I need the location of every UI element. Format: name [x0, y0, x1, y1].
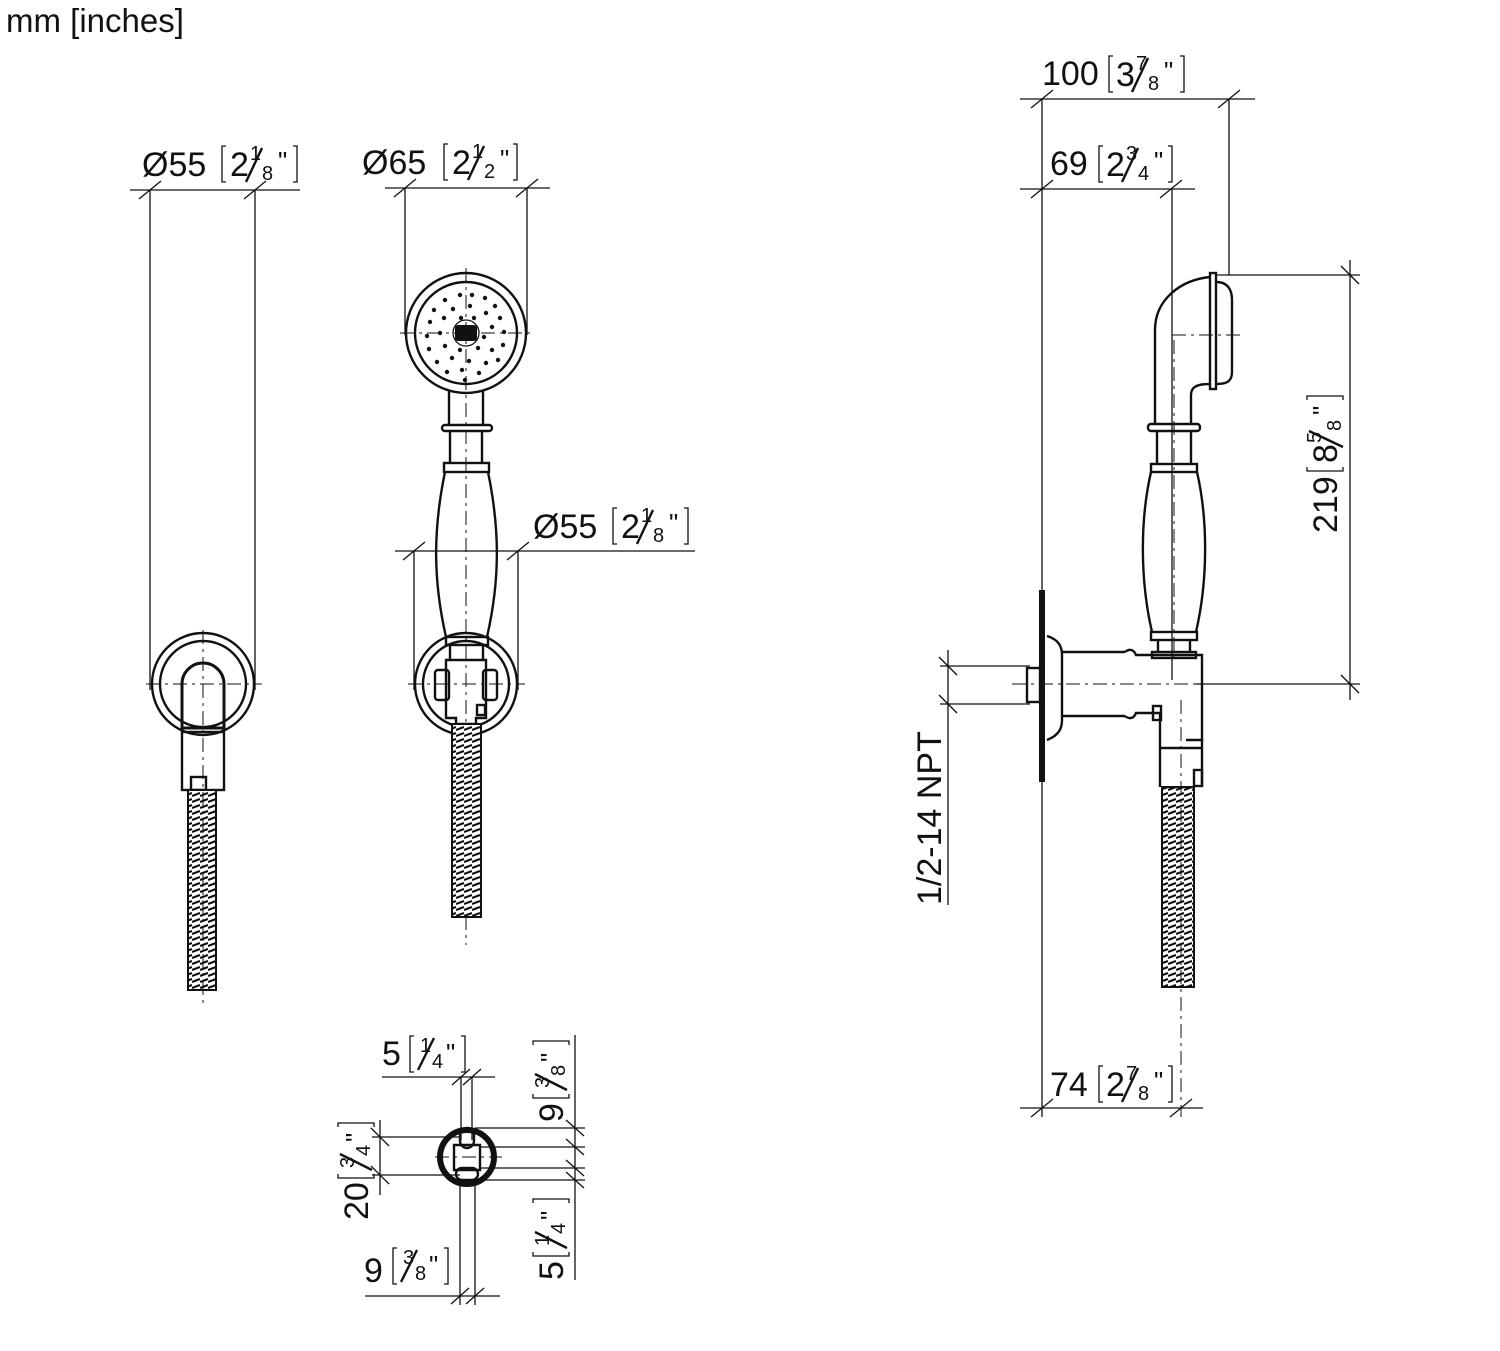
- svg-text:": ": [535, 1053, 565, 1062]
- svg-text:8: 8: [415, 1263, 426, 1285]
- dim-head-offset-mm: 69: [1050, 145, 1088, 183]
- dim-left-height-mm: 20: [338, 1182, 376, 1220]
- svg-text:5: 5: [1304, 432, 1326, 443]
- svg-text:4: 4: [1138, 163, 1149, 185]
- svg-text:8: 8: [262, 163, 273, 185]
- svg-text:2: 2: [1106, 146, 1125, 184]
- dim-holder-diameter-mm: Ø55: [142, 146, 206, 184]
- svg-text:1: 1: [532, 1235, 554, 1246]
- svg-text:3: 3: [403, 1247, 414, 1269]
- svg-text:3: 3: [1116, 56, 1135, 94]
- dim-bottom-width-mm: 9: [364, 1252, 383, 1290]
- svg-text:": ": [535, 1211, 565, 1220]
- svg-text:8: 8: [653, 525, 664, 547]
- svg-text:": ": [500, 144, 509, 174]
- dim-right-lower-mm: 5: [533, 1261, 571, 1280]
- svg-text:": ": [1164, 56, 1173, 86]
- hand-shower-front-view: Ø65 2 1 2 ": [362, 141, 695, 945]
- svg-text:3: 3: [532, 1077, 554, 1088]
- svg-text:": ": [340, 1133, 370, 1142]
- dim-head-diameter-mm: Ø65: [362, 144, 426, 182]
- svg-text:1: 1: [420, 1035, 431, 1057]
- svg-text:3: 3: [337, 1157, 359, 1168]
- svg-text:": ": [446, 1038, 455, 1068]
- svg-text:1: 1: [250, 143, 261, 165]
- svg-text:4: 4: [353, 1145, 375, 1156]
- svg-text:": ": [669, 508, 678, 538]
- svg-text:": ": [278, 146, 287, 176]
- dim-holder2-diameter-mm: Ø55: [533, 508, 597, 546]
- mounting-detail-view: 5 1 4 " 20 3 4 ": [337, 1035, 585, 1305]
- units-label: mm [inches]: [6, 2, 184, 39]
- svg-text:8: 8: [548, 1065, 570, 1076]
- wall-holder-front-view: Ø55 2 1 8 ": [130, 143, 300, 1005]
- svg-text:1: 1: [472, 141, 483, 163]
- svg-text:2: 2: [621, 508, 640, 546]
- svg-text:8: 8: [1138, 1083, 1149, 1105]
- svg-text:3: 3: [1126, 143, 1137, 165]
- svg-text:4: 4: [548, 1223, 570, 1234]
- dim-right-upper-mm: 9: [533, 1103, 571, 1122]
- dim-top-width-mm: 5: [382, 1035, 401, 1073]
- svg-text:8: 8: [1148, 73, 1159, 95]
- svg-text:2: 2: [484, 161, 495, 183]
- svg-text:7: 7: [1136, 53, 1147, 75]
- svg-text:": ": [429, 1250, 438, 1280]
- spray-nozzles: [424, 292, 507, 383]
- svg-text:": ": [1154, 146, 1163, 176]
- svg-text:2: 2: [1106, 1066, 1125, 1104]
- side-view: 100 3 7 8 " 69 2 3 4 " 219 8 5: [911, 53, 1360, 1118]
- svg-text:": ": [1307, 406, 1337, 415]
- dim-projection-mm: 74: [1050, 1066, 1088, 1104]
- svg-text:4: 4: [432, 1051, 443, 1073]
- svg-text:8: 8: [1307, 444, 1345, 463]
- svg-text:": ": [1154, 1066, 1163, 1096]
- svg-text:2: 2: [452, 144, 471, 182]
- svg-text:2: 2: [230, 146, 249, 184]
- svg-text:8: 8: [1324, 420, 1346, 431]
- thread-spec-label: 1/2-14 NPT: [911, 731, 949, 905]
- svg-text:1: 1: [641, 505, 652, 527]
- svg-text:7: 7: [1126, 1063, 1137, 1085]
- dim-overall-depth-mm: 100: [1042, 55, 1099, 93]
- dim-height-mm: 219: [1307, 476, 1345, 533]
